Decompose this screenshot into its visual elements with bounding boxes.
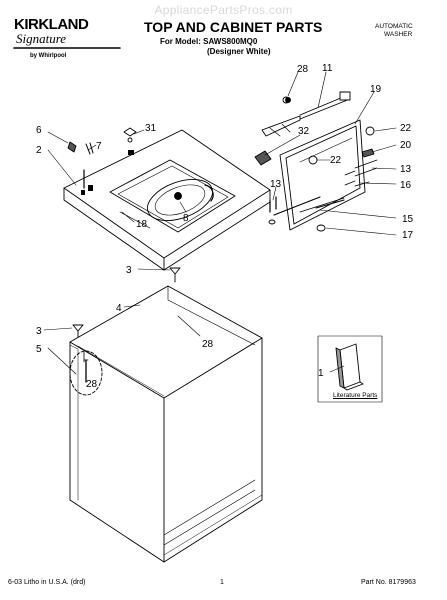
footer-page-number: 1 (220, 579, 224, 586)
callout-28-mid: 28 (202, 339, 214, 350)
lid-bracket-parts (268, 196, 345, 232)
callout-3-bottom: 3 (36, 326, 42, 337)
literature-booklet (335, 343, 364, 391)
callout-15: 15 (402, 214, 414, 225)
callout-22-lid: 22 (330, 155, 342, 166)
callout-22-right: 22 (400, 123, 412, 134)
lid-fasteners (354, 126, 378, 187)
callout-16: 16 (400, 180, 412, 191)
lid-hinge-rod (261, 91, 351, 137)
category-line-2: WASHER (384, 31, 413, 38)
model-line: For Model: SAWS800MQ0 (160, 37, 258, 46)
footer-part-number: Part No. 8179963 (361, 579, 416, 586)
left-small-parts (67, 97, 291, 189)
callout-2: 2 (36, 145, 42, 156)
callout-3-top: 3 (126, 265, 132, 276)
callout-11: 11 (322, 63, 333, 74)
brand-logo-script: Signature (16, 31, 67, 46)
callout-1: 1 (318, 368, 324, 379)
callout-4: 4 (116, 303, 122, 314)
category-line-1: AUTOMATIC (375, 23, 413, 30)
screw-detail-circle (69, 350, 103, 396)
callout-13-left: 13 (270, 179, 282, 190)
literature-box (317, 335, 383, 403)
brand-logo: KIRKLAND (14, 16, 89, 33)
callout-13-right: 13 (400, 164, 412, 175)
callout-28-top: 28 (297, 64, 309, 75)
callout-20: 20 (400, 140, 412, 151)
washer-lid (279, 119, 366, 231)
part-32-bracket (254, 150, 272, 166)
callout-leaders (43, 71, 397, 375)
callout-8: 8 (183, 213, 189, 224)
callout-31: 31 (145, 123, 157, 134)
callout-28-detail: 28 (86, 379, 98, 390)
callout-6: 6 (36, 125, 42, 136)
callout-18: 18 (136, 219, 148, 230)
callout-5: 5 (36, 344, 42, 355)
brand-maker: by Whirlpool (30, 53, 67, 59)
callout-17: 17 (402, 230, 414, 241)
page-title: TOP AND CABINET PARTS (144, 19, 323, 35)
variant-line: (Designer White) (207, 47, 271, 56)
washer-cabinet (69, 285, 263, 563)
callout-numbers: 28 11 19 6 31 32 22 7 22 20 2 13 13 16 1… (36, 63, 414, 390)
callout-19: 19 (370, 84, 382, 95)
callout-7: 7 (96, 141, 102, 152)
callout-32: 32 (298, 126, 310, 137)
literature-parts-label: Literature Parts (333, 392, 378, 399)
watermark: AppliancePartsPros.com (154, 3, 293, 17)
footer-litho: 6-03 Litho in U.S.A. (drd) (8, 579, 86, 586)
washer-top-panel (63, 129, 271, 271)
